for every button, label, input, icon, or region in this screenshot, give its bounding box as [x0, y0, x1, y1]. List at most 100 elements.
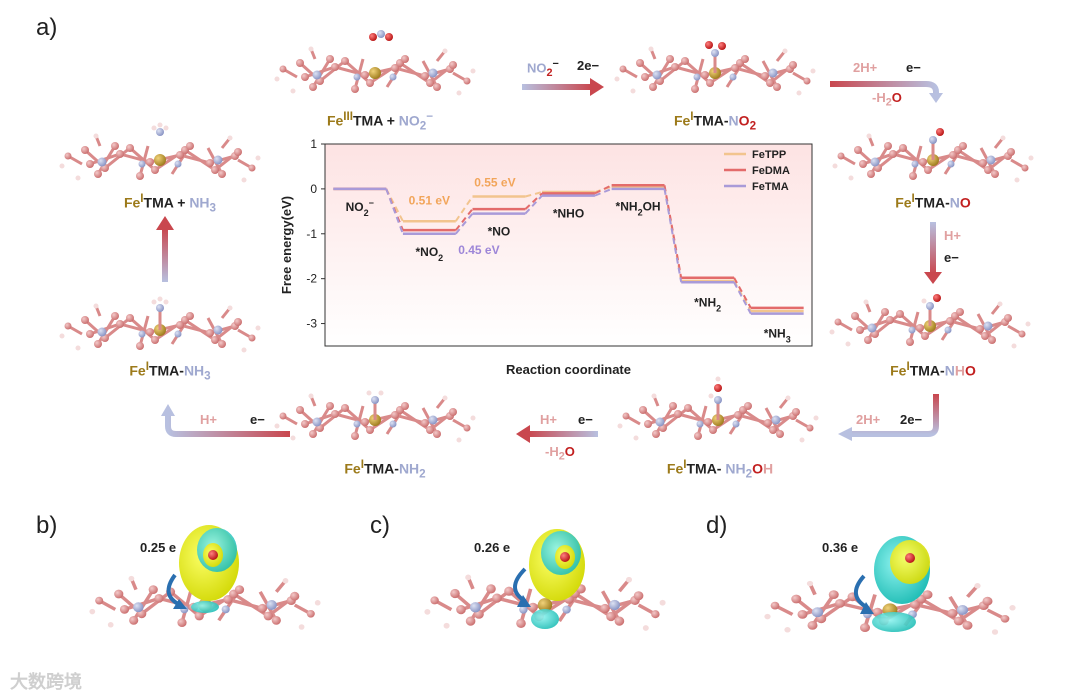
state-label-part: Fe	[123, 194, 141, 211]
legend-label: FeTMA	[752, 181, 789, 193]
y-tick-label: -1	[306, 227, 317, 241]
charge-value-c: 0.26 e	[474, 540, 511, 555]
state-label-part: Fe	[326, 112, 344, 129]
energy-annotation: 0.55 eV	[474, 176, 515, 190]
arrow-2-protons: 2H+	[853, 60, 878, 75]
watermark: 大数跨境	[10, 672, 82, 692]
state-label-part: Fe	[895, 194, 912, 211]
state-label-part: TMA +	[143, 194, 190, 211]
state-label-part: O	[738, 112, 750, 129]
arrow-1-electrons: 2e−	[577, 58, 600, 73]
panel-label-a: a)	[36, 14, 58, 41]
step-label: *NO	[488, 225, 511, 239]
legend-label: FeDMA	[752, 165, 790, 177]
state-label-part: −	[426, 110, 434, 123]
state-label-part: NH	[189, 194, 210, 211]
state-label-s1: FeIIITMA + NO2−	[305, 110, 455, 132]
state-label-part: NH	[183, 362, 205, 379]
arrow-5-byproduct: -H2O	[545, 444, 575, 463]
state-label-part: Fe	[344, 460, 361, 477]
state-label-part: NO	[398, 112, 420, 129]
state-label-part: TMA-	[909, 362, 945, 379]
legend-label: FeTPP	[752, 149, 786, 161]
state-label-part: Fe	[673, 112, 691, 129]
free-energy-chart: 1 0 -1 -2 -3 Free energy(eV) Reaction coordina…	[279, 137, 813, 377]
state-label-part: O	[964, 362, 976, 379]
state-label-part: TMA-	[914, 194, 950, 211]
state-label-part: I	[360, 458, 364, 471]
molecule-s1	[273, 30, 477, 97]
step-label: *NO2	[416, 245, 444, 263]
state-label-part: H	[762, 460, 774, 477]
molecule-s6	[273, 390, 477, 444]
state-label-part: O	[959, 194, 971, 211]
state-label-part: I	[145, 360, 149, 373]
arrow-7	[156, 216, 174, 282]
state-label-s2: FeITMA-NO2	[640, 110, 790, 132]
x-axis-label: Reaction coordinate	[506, 362, 631, 377]
state-label-part: H	[954, 362, 965, 379]
charge-panel-c	[422, 529, 668, 633]
state-label-part: III	[343, 110, 353, 123]
state-label-s5: FeITMA- NH2OH	[640, 458, 800, 480]
energy-connector-fetma	[733, 281, 752, 315]
state-label-s7: FeITMA-NH3	[95, 360, 245, 382]
state-label-part: 2	[419, 467, 426, 481]
energy-connector-fetpp	[385, 188, 404, 222]
arrow-3	[924, 222, 942, 284]
arrow-6-electron: e−	[250, 412, 265, 427]
state-label-part: TMA-	[693, 112, 729, 129]
y-axis-label: Free energy(eV)	[279, 196, 294, 294]
arrow-4-electrons: 2e−	[900, 412, 923, 427]
state-label-part: TMA-	[363, 460, 399, 477]
panel-label-d: d)	[706, 512, 728, 539]
state-label-part: I	[906, 360, 910, 373]
charge-value-b: 0.25 e	[140, 540, 177, 555]
energy-connector-fetma	[524, 194, 543, 215]
arrow-4-protons: 2H+	[856, 412, 881, 427]
step-label: *NH2OH	[616, 200, 661, 218]
state-label-part: 3	[204, 369, 211, 383]
energy-connector-fedma	[733, 277, 752, 309]
step-label: *NH3	[764, 327, 791, 345]
state-label-s4: FeITMA-NHO	[858, 360, 1008, 379]
molecule-s4	[828, 294, 1032, 350]
charge-panel-b	[87, 525, 323, 632]
y-tick-label: 1	[310, 137, 317, 151]
arrow-1	[522, 78, 604, 96]
y-tick-label: -3	[306, 317, 317, 331]
state-label-part: TMA +	[353, 112, 399, 129]
state-label-s6: FeITMA-NH2	[310, 458, 460, 480]
molecule-s7	[58, 296, 262, 354]
arrow-6-proton: H+	[200, 412, 217, 427]
arrow-2-electron: e−	[906, 60, 921, 75]
molecule-s5	[616, 376, 820, 444]
y-tick-label: -2	[306, 272, 317, 286]
arrow-3-electron: e−	[944, 250, 959, 265]
arrow-4	[838, 394, 939, 441]
charge-value-d: 0.36 e	[822, 540, 859, 555]
arrow-5-proton: H+	[540, 412, 557, 427]
energy-connector-fetma	[663, 188, 683, 283]
state-label-part: I	[140, 192, 144, 205]
state-label-s8: FeITMA + NH3	[95, 192, 245, 214]
arrow-2-byproduct: -H2O	[872, 90, 902, 109]
panel-label-b: b)	[36, 512, 58, 539]
state-label-part: TMA-	[148, 362, 184, 379]
state-label-part: N	[728, 112, 739, 129]
y-tick-label: 0	[310, 182, 317, 196]
molecule-s8	[58, 122, 262, 184]
energy-connector-fetma	[455, 212, 474, 235]
plot-frame	[324, 143, 813, 347]
state-label-part: Fe	[890, 362, 907, 379]
plot-background	[325, 144, 812, 346]
arrow-6	[161, 404, 290, 437]
state-label-part: I	[683, 458, 687, 471]
state-label-part: 2	[419, 119, 427, 133]
state-label-s3: FeITMA-NO	[858, 192, 1008, 211]
energy-connector-fetma	[594, 187, 613, 197]
molecule-s3	[831, 128, 1035, 184]
arrow-5-electron: e−	[578, 412, 593, 427]
state-label-part: NH	[398, 460, 420, 477]
arrow-1-reactant: NO2−	[527, 58, 559, 79]
